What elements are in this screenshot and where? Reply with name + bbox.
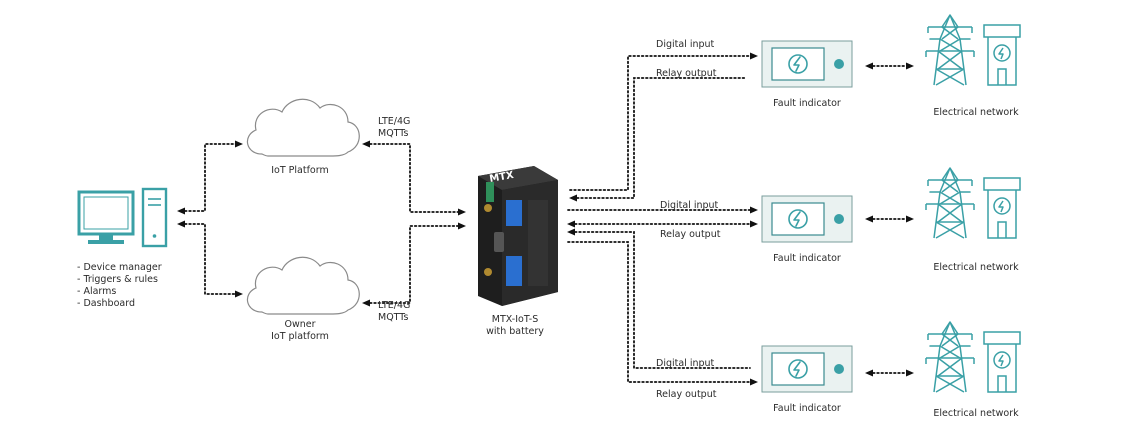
branch-1-electrical-network-icon: [925, 14, 1021, 86]
branch-2-network-label: Electrical network: [933, 262, 1019, 273]
cloud-iot-platform-label: IoT Platform: [271, 165, 329, 176]
cloud-owner-label-line2: IoT platform: [271, 331, 329, 342]
branch-2-connectors: [567, 206, 758, 228]
link-bottom-protocol-1: LTE/4G: [378, 300, 410, 311]
branch-3-link-fault-network: [865, 369, 914, 377]
branch-3-fault-indicator-icon: [761, 345, 853, 393]
connector-computer-clouds: [177, 140, 243, 298]
device-label-line1: MTX-IoT-S: [492, 314, 538, 325]
branch-3-relay-output: Relay output: [656, 389, 717, 400]
branch-3-connectors: [567, 228, 758, 386]
branch-2-fault-indicator-icon: [761, 195, 853, 243]
branch-3-electrical-network-icon: [925, 321, 1021, 393]
branch-2-link-fault-network: [865, 215, 914, 223]
feature-triggers-rules: - Triggers & rules: [77, 274, 158, 285]
branch-1-link-fault-network: [865, 62, 914, 70]
cloud-iot-platform-icon: [246, 98, 360, 157]
feature-device-manager: - Device manager: [77, 262, 162, 273]
branch-1-connectors: [569, 52, 758, 202]
branch-3-network-label: Electrical network: [933, 408, 1019, 419]
feature-dashboard: - Dashboard: [77, 298, 135, 309]
cloud-owner-platform-icon: [246, 256, 360, 315]
computer-icon: [77, 187, 168, 248]
branch-3-fault-indicator-label: Fault indicator: [773, 403, 841, 414]
branch-1-network-label: Electrical network: [933, 107, 1019, 118]
link-top-protocol-1: LTE/4G: [378, 116, 410, 127]
branch-2-electrical-network-icon: [925, 167, 1021, 239]
branch-2-relay-output: Relay output: [660, 229, 721, 240]
branch-1-fault-indicator-label: Fault indicator: [773, 98, 841, 109]
branch-3-digital-input: Digital input: [656, 358, 715, 369]
link-bottom-protocol-2: MQTTs: [378, 312, 409, 323]
mtx-iot-s-device-icon: MTX: [478, 166, 558, 306]
branch-2-fault-indicator-label: Fault indicator: [773, 253, 841, 264]
branch-1-relay-output: Relay output: [656, 68, 717, 79]
computer-feature-list: - Device manager - Triggers & rules - Al…: [77, 262, 162, 309]
device-label-line2: with battery: [486, 326, 544, 337]
branch-1-fault-indicator-icon: [761, 40, 853, 88]
branch-1-digital-input: Digital input: [656, 39, 715, 50]
svg-text:MTX: MTX: [489, 170, 515, 185]
cloud-owner-label-line1: Owner: [284, 319, 315, 330]
feature-alarms: - Alarms: [77, 286, 116, 297]
link-top-protocol-2: MQTTs: [378, 128, 409, 139]
connector-clouds-device: [362, 140, 466, 307]
branch-2-digital-input: Digital input: [660, 200, 719, 211]
